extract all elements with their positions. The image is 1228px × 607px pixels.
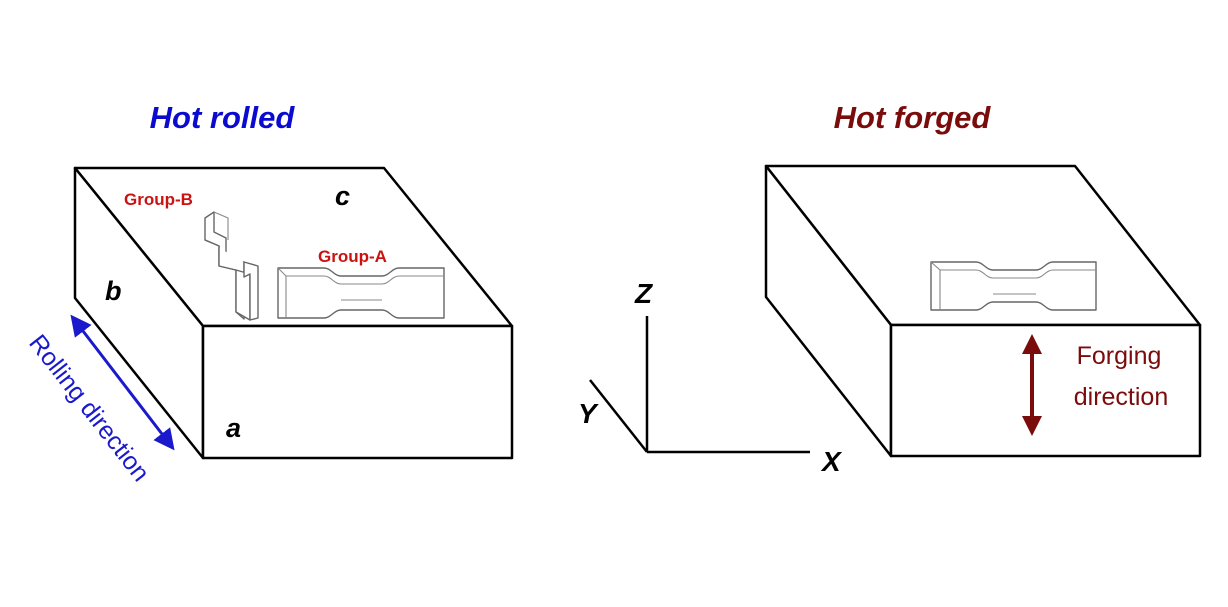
hot-rolled-block <box>73 166 514 460</box>
forging-direction-label-line2: direction <box>1074 383 1169 411</box>
forging-direction-label-line1: Forging <box>1077 342 1162 370</box>
hot-forged-front-face <box>889 323 1202 458</box>
coordinate-axes: Z Y X <box>578 278 843 477</box>
hot-rolled-front-face <box>201 324 514 460</box>
face-b-label: b <box>105 276 122 306</box>
face-c-label: c <box>335 181 350 211</box>
y-axis-line <box>589 379 648 453</box>
hot-forged-block <box>764 164 1202 458</box>
x-axis-label: X <box>820 446 843 477</box>
group-a-label: Group-A <box>318 247 387 266</box>
hot-forged-panel: Hot forged Forging direction <box>764 100 1202 458</box>
hot-forged-specimen <box>930 261 1097 311</box>
hot-rolled-title: Hot rolled <box>150 100 296 135</box>
hot-forged-title: Hot forged <box>834 100 992 135</box>
group-b-specimen <box>204 211 259 321</box>
hot-rolled-panel: Hot rolled a b c Group-B Group-A <box>23 100 514 487</box>
face-a-label: a <box>226 413 241 443</box>
z-axis-label: Z <box>634 278 653 309</box>
group-a-specimen <box>277 267 445 319</box>
y-axis-label: Y <box>578 398 599 429</box>
group-b-label: Group-B <box>124 190 193 209</box>
rolling-direction-arrow <box>70 314 175 451</box>
